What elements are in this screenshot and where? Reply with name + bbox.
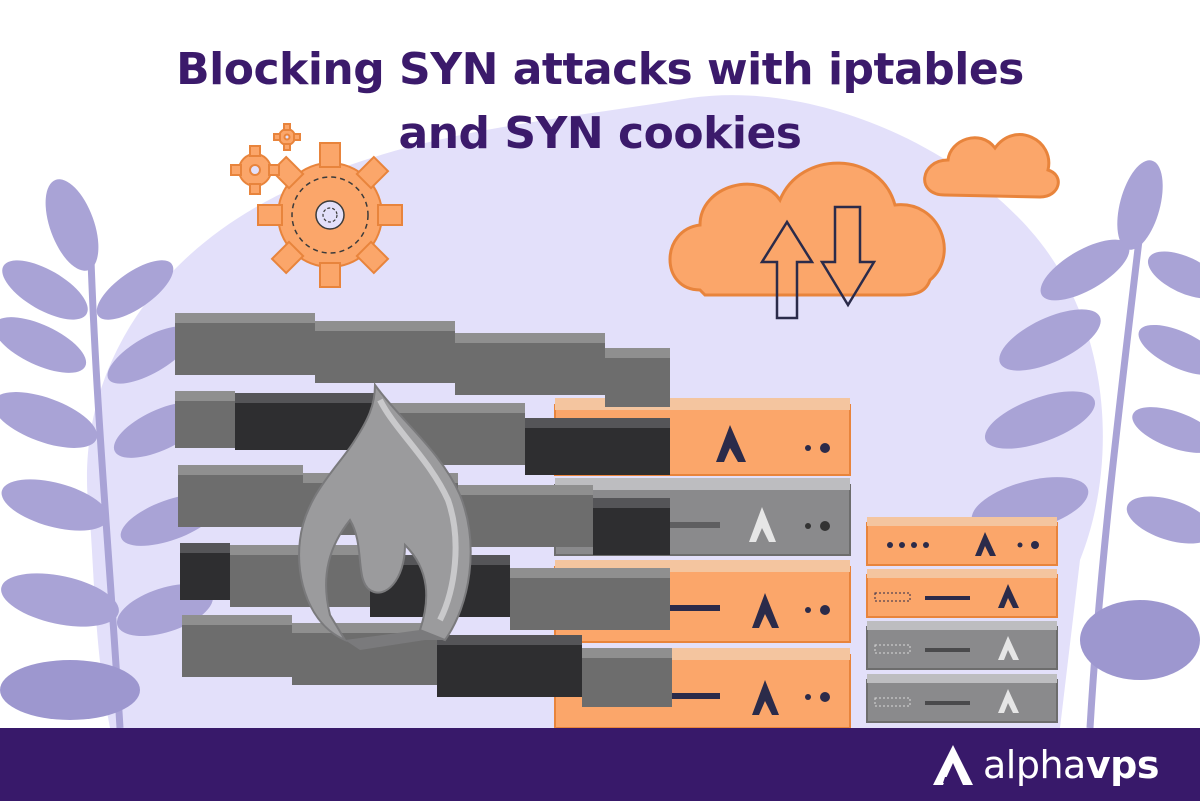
flame-icon	[298, 381, 472, 650]
brand-name: alphavps	[983, 740, 1159, 790]
upload-arrow-icon	[759, 219, 815, 320]
right-plant	[971, 160, 1200, 729]
brand-name-light: alpha	[983, 743, 1086, 787]
brand-name-bold: vps	[1085, 743, 1160, 787]
server-icon	[866, 522, 1058, 566]
gear-icon	[230, 123, 403, 288]
server-stack-secondary	[866, 517, 1058, 723]
brand-logo[interactable]: alphavps	[931, 740, 1159, 790]
title-line-1: Blocking SYN attacks with iptables	[176, 44, 1024, 95]
download-arrow-icon	[819, 205, 877, 308]
title-line-2: and SYN cookies	[398, 108, 802, 159]
alphavps-logo-icon	[933, 745, 973, 785]
cloud-icon	[668, 161, 946, 297]
page-title: Blocking SYN attacks with iptables and S…	[0, 38, 1200, 166]
small-cloud-icon	[923, 133, 1060, 199]
footer-bar: alphavps	[0, 728, 1200, 801]
